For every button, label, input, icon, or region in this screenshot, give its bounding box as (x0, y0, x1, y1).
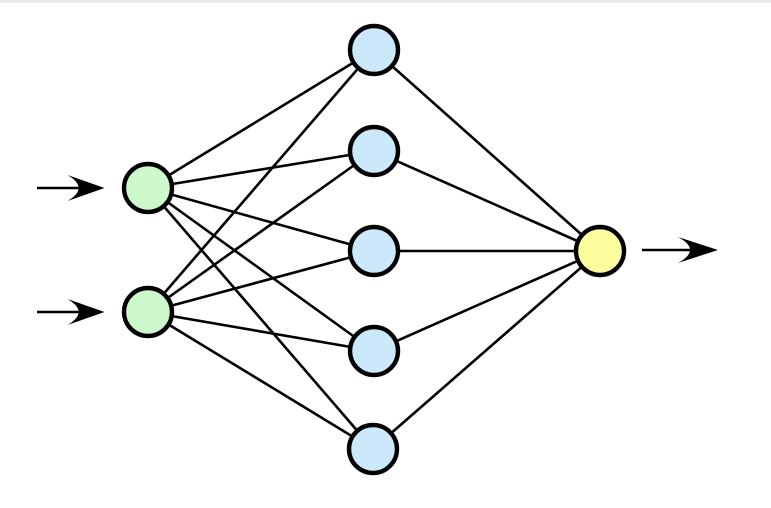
edge-hidden4-output1 (373, 249, 601, 353)
edge-input1-hidden4 (147, 186, 375, 353)
edge-input1-hidden1 (147, 48, 375, 190)
hidden-node-5 (346, 422, 400, 476)
window-top-border (0, 0, 771, 3)
input-arrow-2-head (67, 299, 105, 325)
input-arrow-1-head (67, 175, 105, 201)
edge-input1-hidden2 (147, 149, 375, 190)
edge-input1-hidden5 (147, 187, 374, 450)
input-node-1 (121, 161, 175, 215)
edge-hidden5-output1 (372, 250, 601, 450)
hidden-node-4 (347, 324, 401, 378)
edge-input2-hidden5 (147, 310, 374, 451)
output-node-1 (573, 224, 627, 278)
edge-input2-hidden4 (147, 310, 375, 353)
edge-hidden1-output1 (373, 49, 601, 252)
edge-input2-hidden1 (147, 49, 375, 313)
edge-input2-hidden2 (147, 149, 375, 314)
input-node-2 (121, 285, 175, 339)
hidden-node-1 (347, 23, 401, 77)
hidden-node-2 (347, 124, 401, 178)
edge-hidden2-output1 (373, 149, 601, 253)
output-arrow-head (678, 237, 718, 263)
hidden-node-3 (347, 224, 401, 278)
edge-input1-hidden3 (147, 186, 375, 253)
edge-input2-hidden3 (147, 249, 375, 314)
